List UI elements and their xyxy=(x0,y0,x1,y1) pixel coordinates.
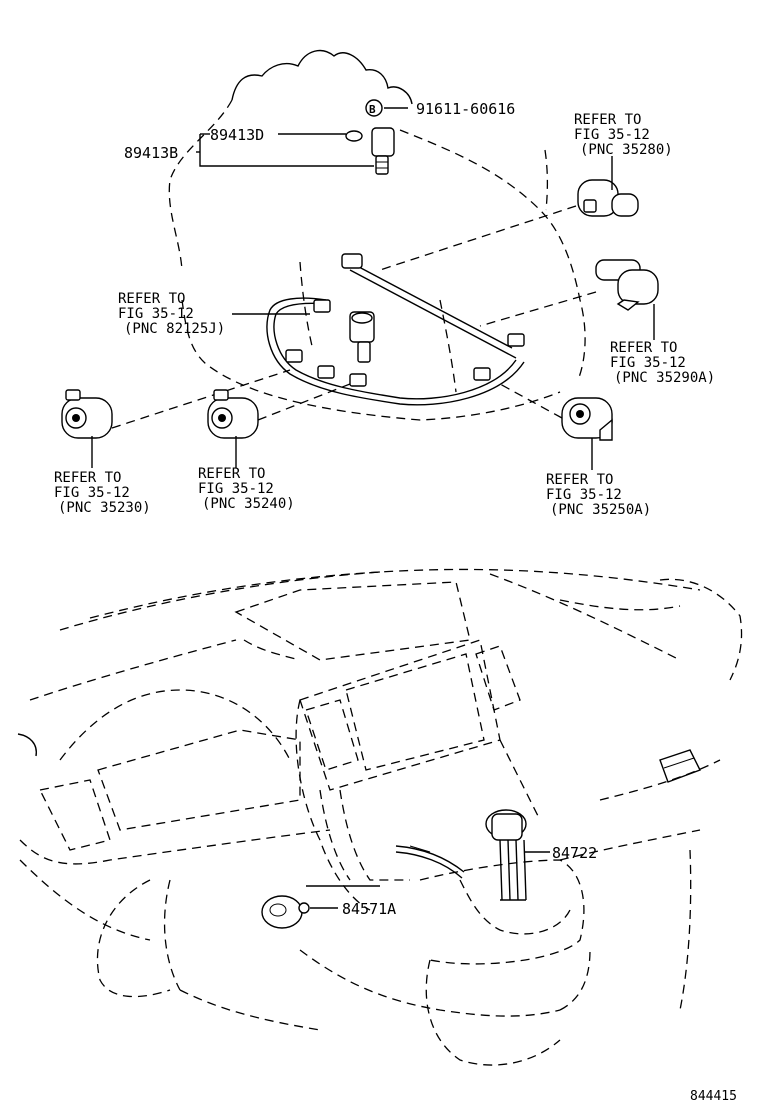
ref-35240-line1: REFER TO xyxy=(198,466,265,482)
solenoid-35230 xyxy=(61,389,113,468)
transmission-outline xyxy=(168,49,586,421)
solenoid-35280 xyxy=(577,156,639,217)
ref-35240-line3: (PNC 35240) xyxy=(202,496,295,512)
ref-35250a-line1: REFER TO xyxy=(546,472,613,488)
figure-id: 844415 xyxy=(690,1089,737,1104)
ref-35290a-line1: REFER TO xyxy=(610,340,677,356)
ref-35250a-line2: FIG 35-12 xyxy=(546,487,622,503)
sensor-assy-part-number: 89413B xyxy=(124,144,178,162)
solenoid-35250A xyxy=(561,397,613,470)
ref-35290a-line3: (PNC 35290A) xyxy=(614,370,715,386)
bolt-part-number: 91611-60616 xyxy=(416,100,515,118)
ref-35230-line2: FIG 35-12 xyxy=(54,485,130,501)
solenoid-35290A xyxy=(595,259,659,340)
ref-35290a-line2: FIG 35-12 xyxy=(610,355,686,371)
callout-lines-top xyxy=(196,133,374,167)
ref-35280-line3: (PNC 35280) xyxy=(580,142,673,158)
solenoid-35240 xyxy=(207,389,259,468)
ref-82125j-line2: FIG 35-12 xyxy=(118,306,194,322)
switch-part-number: 84571A xyxy=(342,900,396,918)
instrument-panel-outline xyxy=(17,568,743,1066)
ref-82125j-line3: (PNC 82125J) xyxy=(124,321,225,337)
speed-sensor-89413D: B xyxy=(345,99,408,175)
ref-35250a-line3: (PNC 35250A) xyxy=(550,502,651,518)
ref-35240-line2: FIG 35-12 xyxy=(198,481,274,497)
ref-35230-line1: REFER TO xyxy=(54,470,121,486)
shift-lever-84722 xyxy=(395,809,550,901)
shift-cable-part-number: 84722 xyxy=(552,844,597,862)
switch-84571A xyxy=(261,885,380,929)
bolt-badge: B xyxy=(369,103,376,116)
ref-82125j-line1: REFER TO xyxy=(118,291,185,307)
ref-35280-line1: REFER TO xyxy=(574,112,641,128)
wire-harness xyxy=(266,253,525,406)
sensor-part-number: 89413D xyxy=(210,126,264,144)
ref-35230-line3: (PNC 35230) xyxy=(58,500,151,516)
ref-35280-line2: FIG 35-12 xyxy=(574,127,650,143)
